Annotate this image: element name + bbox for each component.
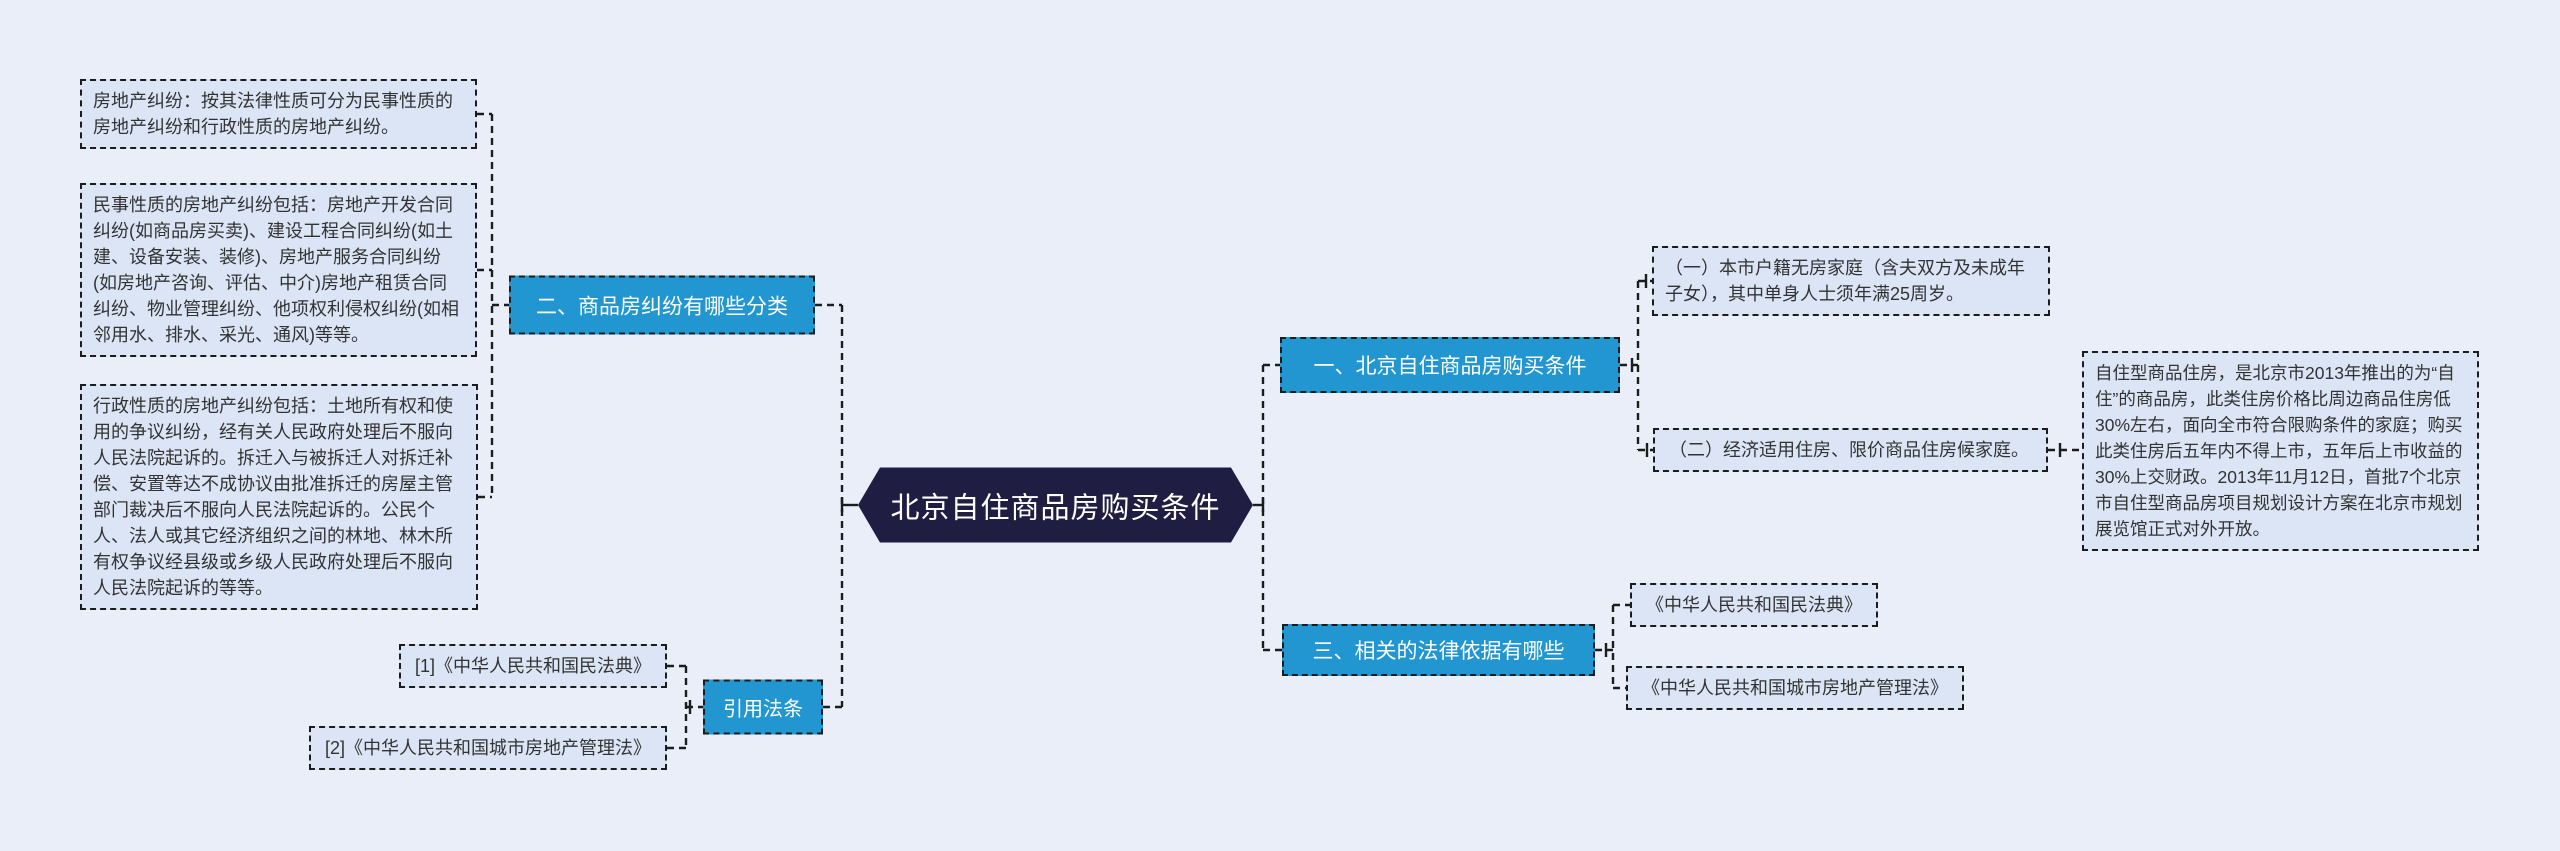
leaf-administrative-disputes: 行政性质的房地产纠纷包括：土地所有权和使用的争议纠纷，经有关人民政府处理后不服向… (80, 384, 478, 610)
leaf-realestate-management-law: 《中华人民共和国城市房地产管理法》 (1626, 666, 1964, 710)
center-node-title: 北京自住商品房购买条件 (858, 468, 1253, 543)
branch-node-cited-laws: 引用法条 (703, 679, 823, 735)
branch-node-dispute-categories: 二、商品房纠纷有哪些分类 (509, 275, 815, 335)
branch-node-purchase-conditions: 一、北京自住商品房购买条件 (1280, 337, 1620, 393)
leaf-note-self-occupied-housing: 自住型商品住房，是北京市2013年推出的为“自住”的商品房，此类住房价格比周边商… (2082, 351, 2479, 551)
leaf-household-condition: （一）本市户籍无房家庭（含夫双方及未成年子女），其中单身人士须年满25周岁。 (1652, 246, 2050, 316)
leaf-civil-disputes: 民事性质的房地产纠纷包括：房地产开发合同纠纷(如商品房买卖)、建设工程合同纠纷(… (80, 183, 477, 357)
leaf-dispute-definition: 房地产纠纷：按其法律性质可分为民事性质的房地产纠纷和行政性质的房地产纠纷。 (80, 79, 477, 149)
leaf-citation-civil-code: [1]《中华人民共和国民法典》 (398, 644, 667, 688)
leaf-affordable-housing-condition: （二）经济适用住房、限价商品住房候家庭。 (1653, 428, 2048, 472)
branch-node-legal-basis: 三、相关的法律依据有哪些 (1282, 624, 1595, 676)
leaf-citation-realestate-law: [2]《中华人民共和国城市房地产管理法》 (308, 726, 667, 770)
leaf-civil-code: 《中华人民共和国民法典》 (1630, 583, 1878, 627)
